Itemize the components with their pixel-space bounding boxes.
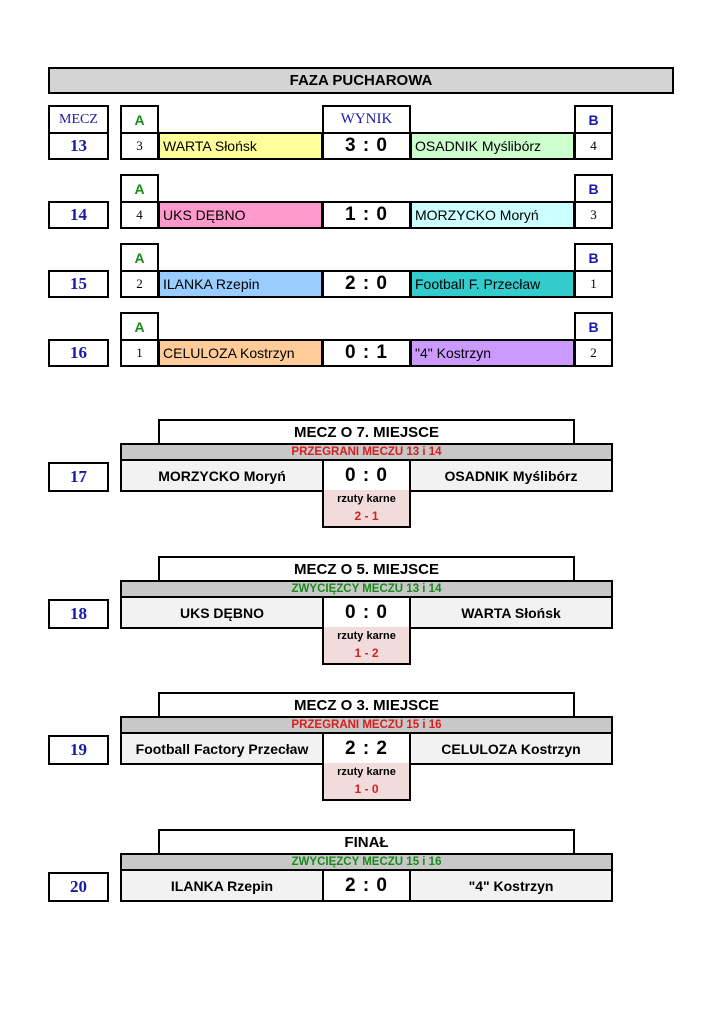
placement-title: MECZ O 3. MIEJSCE [158, 692, 575, 718]
team-a: ILANKA Rzepin [158, 270, 323, 298]
seed-a: 2 [120, 270, 159, 298]
match-number: 15 [48, 270, 109, 298]
header-spacer [157, 174, 576, 203]
header-b: B [574, 174, 613, 203]
team-b: CELULOZA Kostrzyn [409, 732, 613, 765]
penalty-label: rzuty karne [337, 493, 396, 505]
team-a: UKS DĘBNO [158, 201, 323, 229]
penalty-label: rzuty karne [337, 766, 396, 778]
penalty-box: rzuty karne 2 - 1 [322, 490, 411, 528]
header-a: A [120, 105, 159, 134]
seed-b: 1 [574, 270, 613, 298]
match-score: 1 : 0 [322, 201, 411, 229]
penalty-score: 1 - 2 [354, 646, 379, 660]
team-b: MORZYCKO Moryń [410, 201, 575, 229]
seed-b: 2 [574, 339, 613, 367]
match-score: 2 : 2 [322, 732, 411, 765]
page-title: FAZA PUCHAROWA [48, 67, 674, 94]
seed-a: 1 [120, 339, 159, 367]
header-spacer [157, 105, 576, 134]
team-b: Football F. Przecław [410, 270, 575, 298]
match-number: 16 [48, 339, 109, 367]
match-score: 0 : 0 [322, 459, 411, 492]
header-b: B [574, 243, 613, 272]
team-b: "4" Kostrzyn [409, 869, 613, 902]
penalty-score: 1 - 0 [354, 782, 379, 796]
header-mecz: MECZ [48, 105, 109, 134]
match-score: 2 : 0 [322, 869, 411, 902]
team-a: WARTA Słońsk [158, 132, 323, 160]
team-a: Football Factory Przecław [120, 732, 324, 765]
match-score: 0 : 0 [322, 596, 411, 629]
match-number: 17 [48, 462, 109, 492]
match-number: 14 [48, 201, 109, 229]
placement-title: MECZ O 7. MIEJSCE [158, 419, 575, 445]
seed-b: 3 [574, 201, 613, 229]
team-a: UKS DĘBNO [120, 596, 324, 629]
seed-a: 4 [120, 201, 159, 229]
team-a: ILANKA Rzepin [120, 869, 324, 902]
match-number: 13 [48, 132, 109, 160]
team-b: OSADNIK Myślibórz [409, 459, 613, 492]
header-a: A [120, 243, 159, 272]
header-a: A [120, 312, 159, 341]
penalty-score: 2 - 1 [354, 509, 379, 523]
header-b: B [574, 105, 613, 134]
seed-a: 3 [120, 132, 159, 160]
team-b: WARTA Słońsk [409, 596, 613, 629]
team-a: MORZYCKO Moryń [120, 459, 324, 492]
placement-title: MECZ O 5. MIEJSCE [158, 556, 575, 582]
match-number: 19 [48, 735, 109, 765]
team-b: "4" Kostrzyn [410, 339, 575, 367]
header-spacer [157, 312, 576, 341]
header-b: B [574, 312, 613, 341]
penalty-label: rzuty karne [337, 630, 396, 642]
placement-title: FINAŁ [158, 829, 575, 855]
match-score: 2 : 0 [322, 270, 411, 298]
seed-b: 4 [574, 132, 613, 160]
header-spacer [157, 243, 576, 272]
match-number: 20 [48, 872, 109, 902]
penalty-box: rzuty karne 1 - 0 [322, 763, 411, 801]
header-a: A [120, 174, 159, 203]
match-number: 18 [48, 599, 109, 629]
match-score: 0 : 1 [322, 339, 411, 367]
penalty-box: rzuty karne 1 - 2 [322, 627, 411, 665]
match-score: 3 : 0 [322, 132, 411, 160]
team-a: CELULOZA Kostrzyn [158, 339, 323, 367]
team-b: OSADNIK Myślibórz [410, 132, 575, 160]
